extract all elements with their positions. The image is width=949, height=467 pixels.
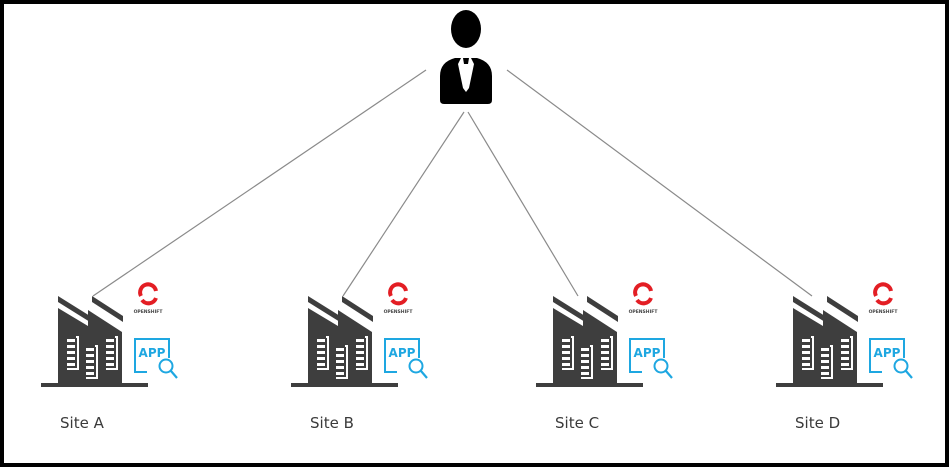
openshift-label: OPENSHIFT xyxy=(629,309,659,315)
openshift-label: OPENSHIFT xyxy=(384,309,414,315)
openshift-logo-icon xyxy=(873,282,893,306)
openshift-logo-icon xyxy=(388,282,408,306)
app-monitor-icon xyxy=(869,338,913,379)
site-label: Site C xyxy=(555,414,600,432)
app-monitor-icon xyxy=(629,338,673,379)
connector-site-c xyxy=(467,111,579,297)
site-a: OPENSHIFT APP xyxy=(41,282,178,387)
app-label: APP xyxy=(634,346,661,360)
site-label: Site B xyxy=(310,414,354,432)
site-b: OPENSHIFT APP xyxy=(291,282,428,387)
businessman-icon xyxy=(440,10,492,104)
app-label: APP xyxy=(389,346,416,360)
factory-building-icon xyxy=(291,296,398,387)
site-label: Site A xyxy=(60,414,104,432)
factory-building-icon xyxy=(536,296,643,387)
building-windows xyxy=(67,336,118,379)
app-monitor-icon xyxy=(134,338,178,379)
site-c: OPENSHIFT APP xyxy=(536,282,673,387)
connectors xyxy=(92,69,813,297)
factory-building-icon xyxy=(776,296,883,387)
building-windows xyxy=(562,336,613,379)
openshift-logo-icon xyxy=(633,282,653,306)
connector-site-a xyxy=(92,69,427,297)
factory-building-icon xyxy=(41,296,148,387)
building-windows xyxy=(317,336,368,379)
openshift-label: OPENSHIFT xyxy=(869,309,899,315)
openshift-label: OPENSHIFT xyxy=(134,309,164,315)
connector-site-d xyxy=(506,69,813,297)
site-d: OPENSHIFT APP xyxy=(776,282,913,387)
app-label: APP xyxy=(874,346,901,360)
app-monitor-icon xyxy=(384,338,428,379)
app-label: APP xyxy=(139,346,166,360)
site-label: Site D xyxy=(795,414,841,432)
openshift-logo-icon xyxy=(138,282,158,306)
connector-site-b xyxy=(342,111,465,297)
building-windows xyxy=(802,336,853,379)
